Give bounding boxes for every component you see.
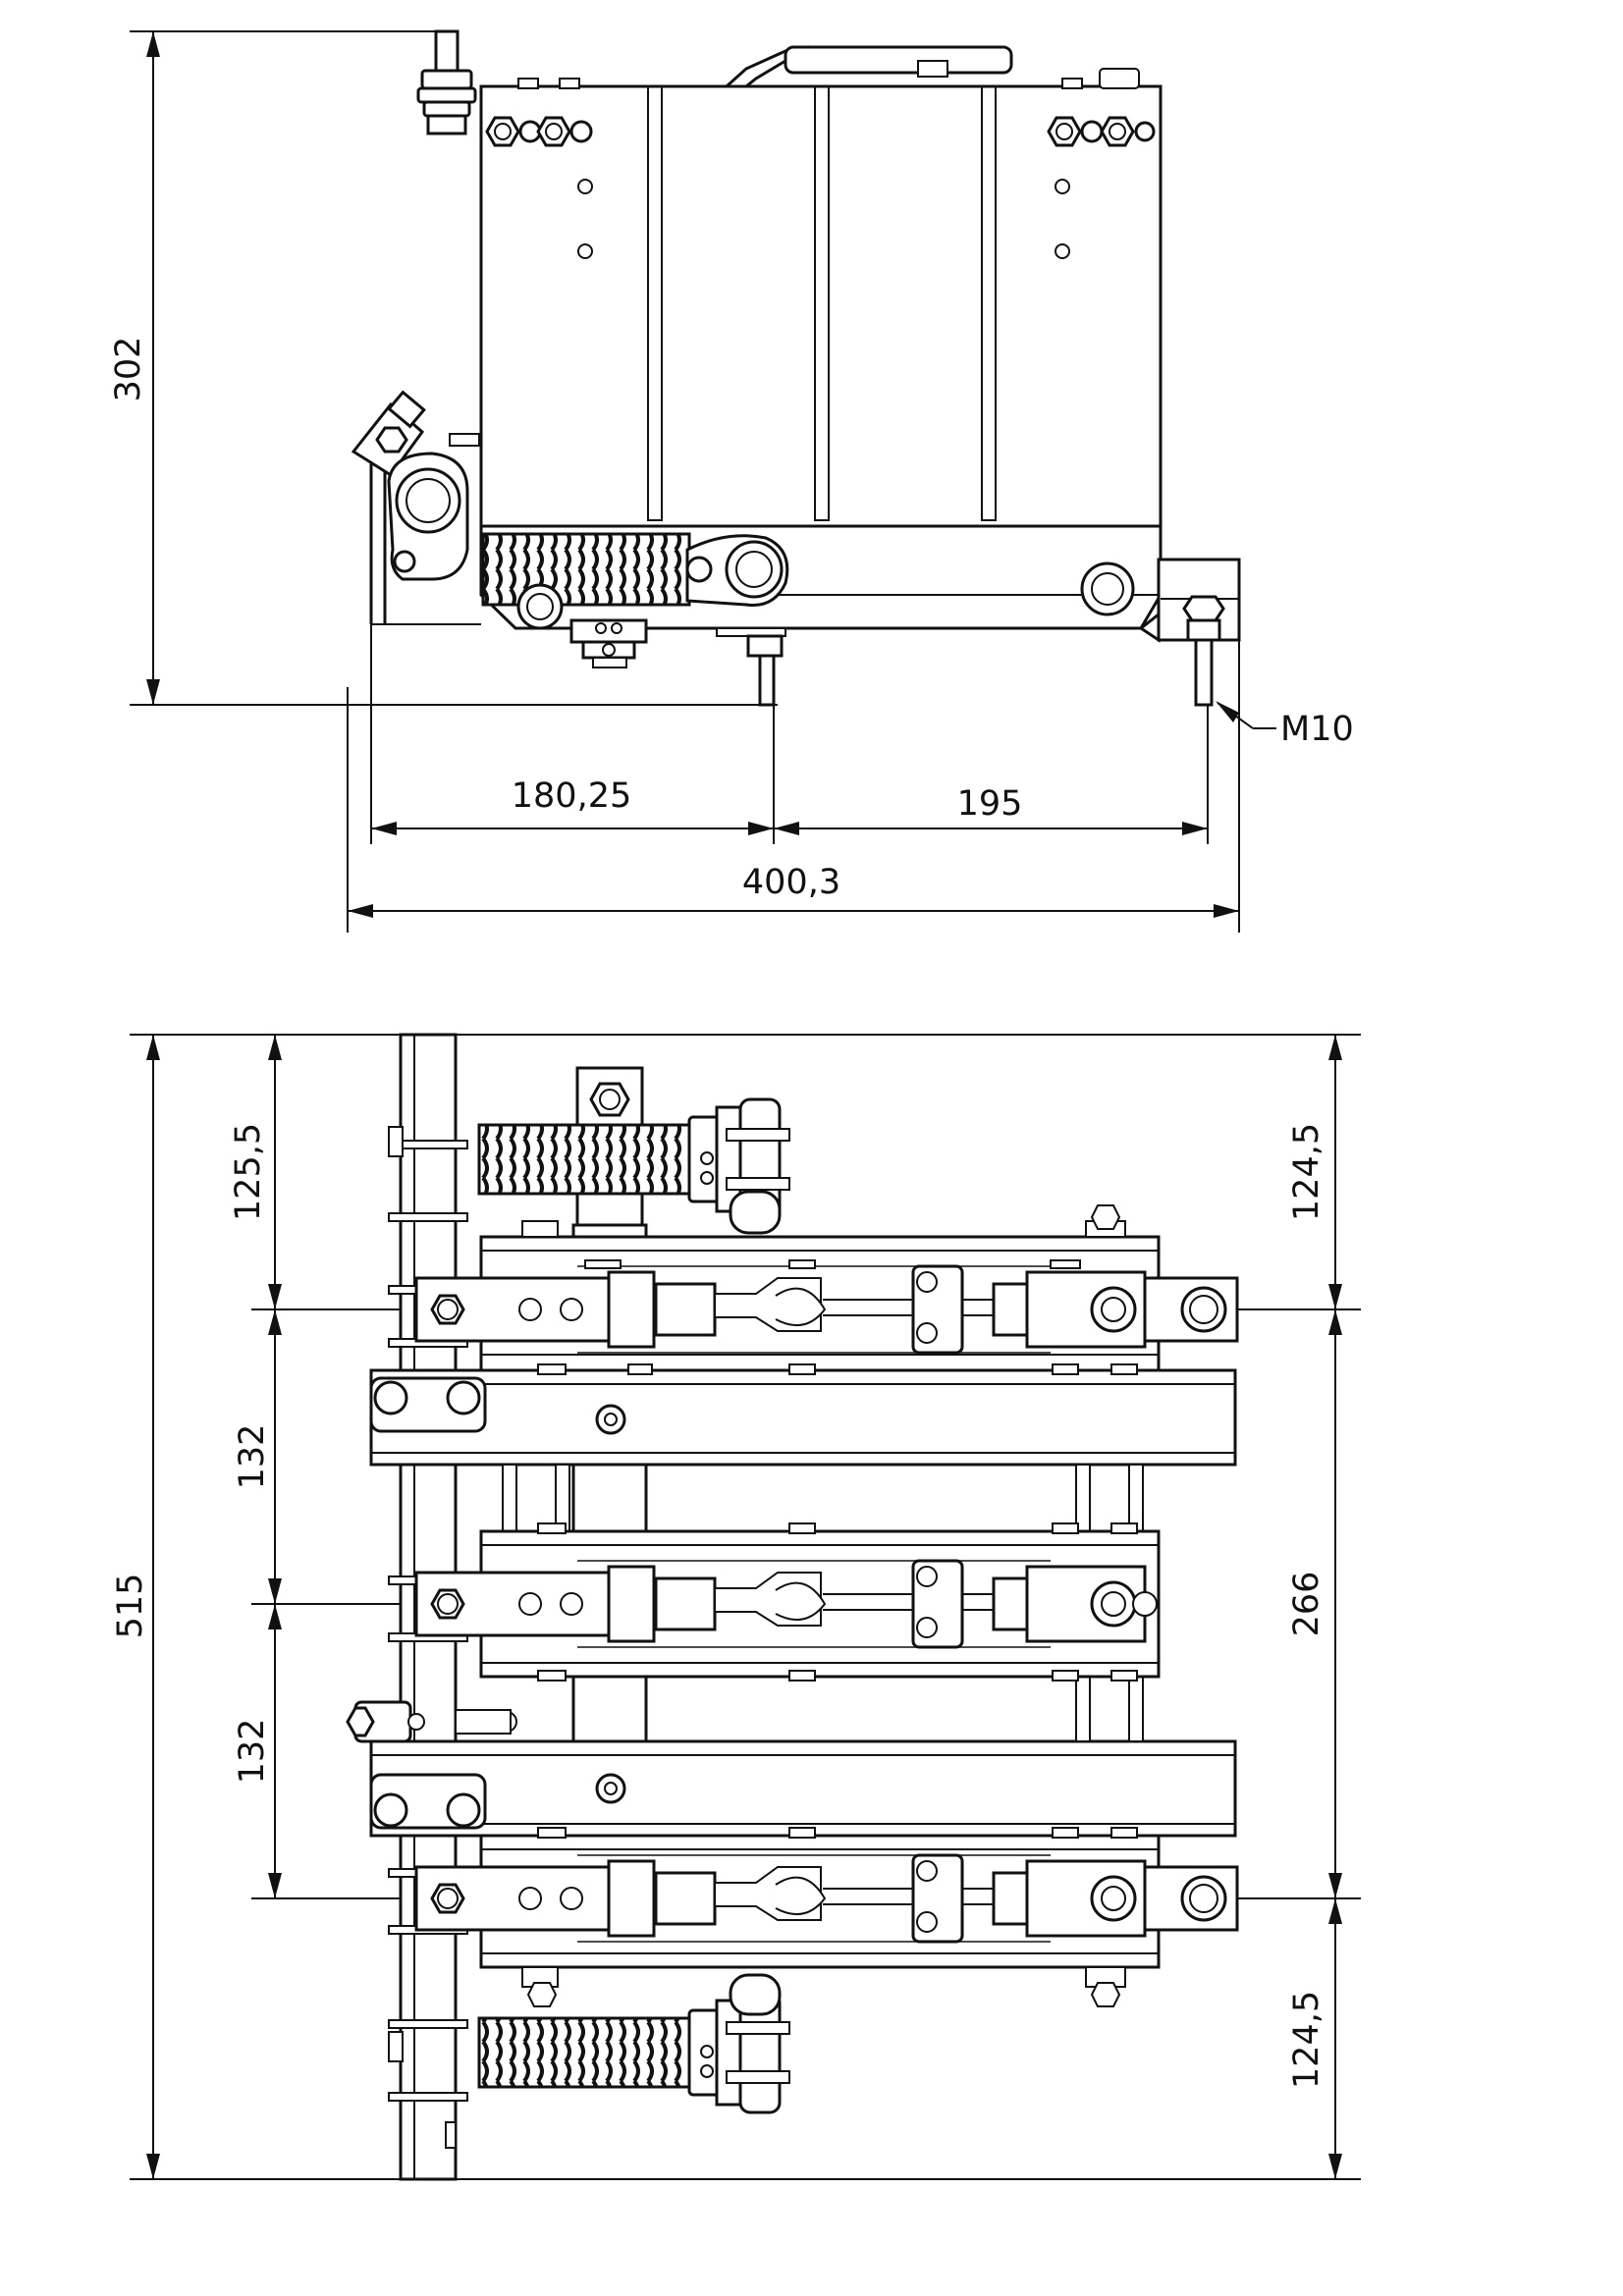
overall-height-dim-label: 515 — [111, 1574, 150, 1639]
bottom-right-dim-label: 124,5 — [1287, 1991, 1326, 2089]
dim-width-lines — [347, 624, 1240, 933]
left-nut-cluster — [485, 116, 593, 147]
top-bolts — [517, 68, 1140, 89]
bottom-stud-right — [1138, 558, 1241, 707]
top-view: 515 125,5 132 132 124,5 266 124,5 — [111, 1033, 1361, 2181]
thread-leader — [1216, 701, 1276, 729]
dim-left-overall — [146, 1035, 160, 2179]
overall-width-dim-label: 400,3 — [742, 863, 840, 902]
pole-3 — [414, 1827, 1239, 2007]
pole-2 — [414, 1522, 1161, 1682]
right-width-dim-label: 195 — [957, 784, 1023, 824]
bottom-center-block — [569, 618, 648, 668]
middle-right-dim-label: 266 — [1287, 1572, 1326, 1637]
top-spring — [477, 1097, 790, 1235]
side-spring — [481, 532, 789, 630]
bottom-stud-center — [716, 627, 786, 707]
left-holes — [577, 179, 593, 259]
pitch-dim-1-label: 132 — [233, 1424, 272, 1490]
terminal-stud-top — [416, 29, 477, 135]
top-left-dim-label: 125,5 — [229, 1123, 268, 1221]
top-handle — [723, 45, 1013, 88]
cross-frame-lower — [346, 1700, 1237, 1838]
dim-left-chain — [268, 1035, 282, 1898]
height-dim-label: 302 — [109, 337, 148, 402]
right-nut-cluster — [1047, 116, 1156, 147]
operating-mechanism — [351, 390, 481, 625]
dim-right-chain — [1328, 1035, 1342, 2179]
cross-frame-upper — [369, 1368, 1237, 1467]
right-holes — [1055, 179, 1070, 259]
bottom-spring — [477, 1973, 790, 2114]
dim-height-302 — [130, 30, 778, 706]
pole-1 — [414, 1204, 1239, 1375]
side-view: 302 180,25 195 400,3 M10 — [109, 29, 1354, 933]
side-view-housing — [479, 84, 1163, 630]
top-right-dim-label: 124,5 — [1287, 1123, 1326, 1221]
left-width-dim-label: 180,25 — [512, 776, 631, 816]
thread-label: M10 — [1280, 710, 1354, 749]
frame-posts — [502, 1464, 1144, 1742]
pitch-dim-2-label: 132 — [233, 1719, 272, 1785]
side-right-pivot — [1080, 561, 1135, 616]
